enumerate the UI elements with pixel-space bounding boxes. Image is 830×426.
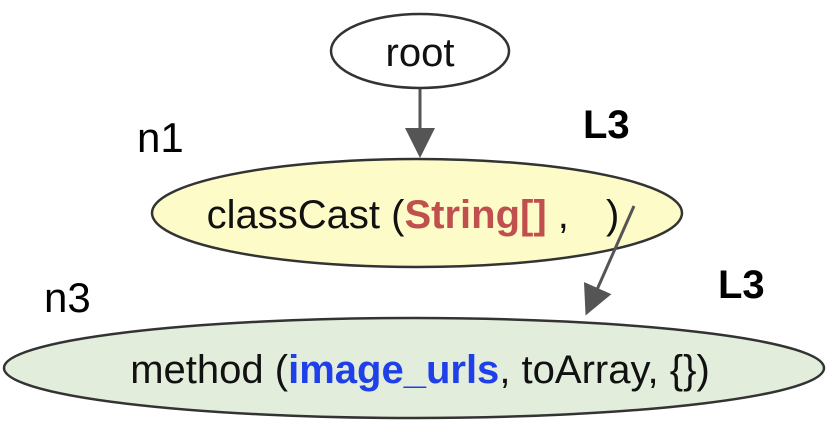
node-n3-text-highlight: image_urls	[288, 348, 499, 392]
edge-n1-to-n3	[583, 205, 636, 316]
node-n3-text-suffix: , toArray, {})	[499, 348, 709, 392]
node-root-shape	[329, 12, 511, 90]
node-n1-shape	[150, 157, 684, 269]
node-n3: method (image_urls, toArray, {})	[2, 316, 826, 420]
node-n1-text-middle: ,	[547, 193, 580, 237]
node-root-label: root	[386, 31, 455, 75]
node-n3-id-label: n3	[44, 274, 91, 321]
node-n1: classCast (String[] , )	[150, 157, 684, 269]
node-n3-level-label: L3	[718, 263, 765, 307]
node-n1-text-highlight: String[]	[404, 193, 546, 237]
node-n1-text: classCast (String[] , )	[207, 193, 620, 237]
node-root: root	[329, 12, 511, 90]
node-n3-shape	[2, 316, 826, 420]
node-n3-text-prefix: method (	[130, 348, 289, 392]
node-n3-text: method (image_urls, toArray, {})	[130, 348, 710, 392]
node-n1-text-suffix: )	[606, 193, 619, 237]
node-n1-id-label: n1	[137, 114, 184, 161]
node-n1-level-label: L3	[583, 103, 630, 147]
node-n1-text-prefix: classCast (	[207, 193, 405, 237]
